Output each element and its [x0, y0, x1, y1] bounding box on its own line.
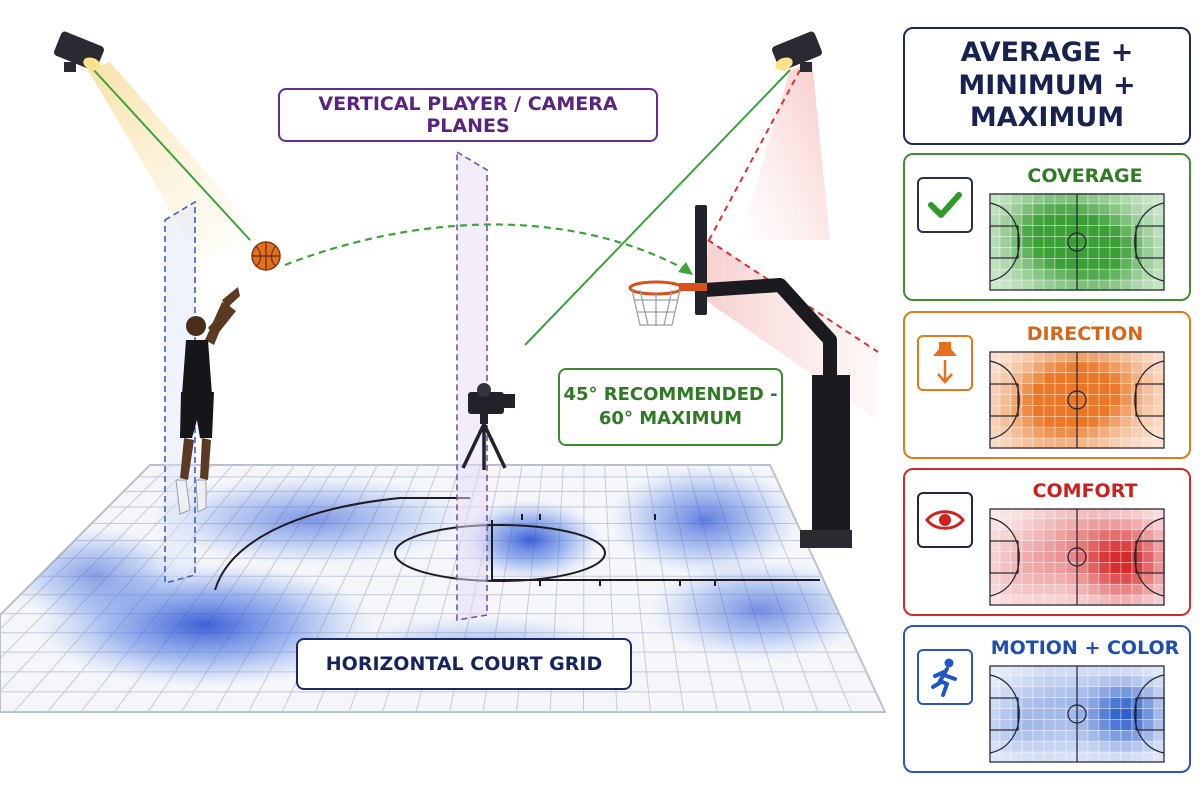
ball-trajectory: [284, 223, 691, 273]
downlight-arrow-icon: [917, 335, 973, 391]
stadium-light-left-icon: [54, 31, 104, 72]
basketball-icon: [251, 241, 281, 271]
coverage-mini-court: [989, 193, 1165, 291]
key-lane: [491, 520, 820, 581]
metric-title-comfort: COMFORT: [1032, 480, 1138, 502]
player-figure: [175, 287, 240, 515]
three-point-arc: [214, 497, 470, 591]
light-aim-line-left: [91, 67, 251, 241]
metric-title-motion-color: MOTION + COLOR: [990, 637, 1180, 659]
basketball-hoop: [628, 205, 852, 548]
eye-icon: [917, 492, 973, 548]
court-grid-label: HORIZONTAL COURT GRID: [296, 638, 632, 690]
aiming-angle-line1: 45° RECOMMENDED -: [563, 383, 778, 405]
metric-card-comfort: COMFORT: [903, 468, 1191, 616]
comfort-mini-court: [989, 508, 1165, 606]
header-line-maximum: MAXIMUM: [969, 102, 1125, 134]
metric-card-motion-color: MOTION + COLOR: [903, 625, 1191, 773]
vertical-planes-label: VERTICAL PLAYER / CAMERA PLANES: [278, 88, 658, 142]
header-line-minimum: MINIMUM +: [958, 69, 1136, 101]
aiming-angle-label: 45° RECOMMENDED - 60° MAXIMUM: [558, 368, 783, 446]
header-line-average: AVERAGE +: [960, 37, 1134, 69]
light-beam-right: [740, 62, 830, 240]
metric-title-direction: DIRECTION: [1026, 323, 1144, 345]
camera-vertical-plane: [456, 150, 488, 621]
camera-tripod-icon: [461, 383, 515, 470]
metrics-panel-header: AVERAGE + MINIMUM + MAXIMUM: [903, 27, 1191, 145]
metric-card-direction: DIRECTION: [903, 311, 1191, 459]
checkmark-icon: [917, 177, 973, 233]
motion-color-mini-court: [989, 665, 1165, 763]
metric-title-coverage: COVERAGE: [1027, 165, 1143, 187]
metric-card-coverage: COVERAGE: [903, 153, 1191, 301]
stadium-light-right-icon: [772, 31, 822, 72]
aiming-angle-line2: 60° MAXIMUM: [598, 408, 743, 429]
direction-mini-court: [989, 351, 1165, 449]
light-aim-line-right: [524, 69, 791, 346]
running-person-icon: [917, 649, 973, 705]
